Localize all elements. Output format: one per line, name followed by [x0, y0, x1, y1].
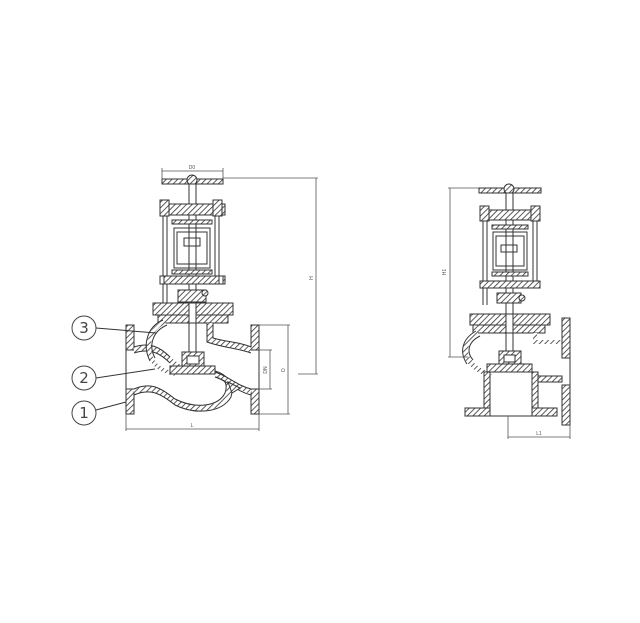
callout-1-leader	[95, 401, 127, 411]
callout-2: 2	[71, 365, 97, 391]
callout-3: 3	[71, 315, 97, 341]
bonnet	[152, 302, 234, 324]
straight-globe-valve	[95, 174, 260, 415]
dimension-lines-straight	[125, 168, 318, 431]
handwheel-icon	[478, 183, 542, 195]
callout-2-leader	[95, 368, 156, 379]
callout-1-label: 1	[79, 404, 89, 422]
dim-label-d: D	[281, 368, 287, 372]
callout-2-label: 2	[79, 369, 89, 387]
dim-label-d0: D0	[189, 165, 196, 171]
yoke-top	[159, 199, 226, 217]
callout-3-label: 3	[79, 319, 89, 337]
dim-label-h: H	[309, 276, 315, 280]
angle-globe-valve	[462, 183, 571, 426]
callout-1: 1	[71, 400, 97, 426]
dimension-lines-angle	[448, 187, 571, 439]
dim-label-dn: DN	[263, 366, 269, 374]
valve-body	[125, 319, 260, 415]
callout-3-leader	[95, 327, 157, 334]
dim-label-l1: L1	[536, 431, 542, 437]
dim-label-l: L	[191, 423, 194, 429]
dim-label-h1: H1	[442, 269, 448, 276]
